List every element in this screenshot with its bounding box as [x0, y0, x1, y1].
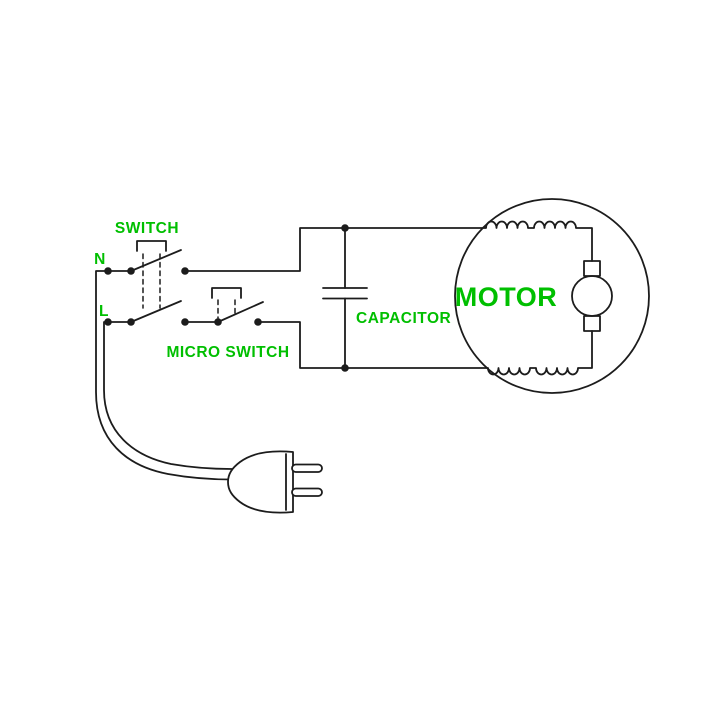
schematic-wiring	[95, 198, 650, 514]
motor	[454, 198, 650, 394]
micro-switch-actuator-bracket	[211, 287, 242, 299]
main-switch	[107, 240, 182, 323]
junction-dot	[104, 318, 112, 326]
motor-brush-bottom	[583, 315, 601, 332]
wire-top-run	[184, 220, 593, 272]
labels: SWITCH N L MICRO SWITCH CAPACITOR MOTOR	[94, 220, 557, 361]
neutral-terminal-label: N	[94, 251, 106, 268]
motor-armature	[571, 275, 613, 317]
motor-brush-top	[583, 260, 601, 277]
junction-dot	[254, 318, 262, 326]
motor-housing-circle	[454, 198, 650, 394]
micro-switch-label: MICRO SWITCH	[166, 344, 289, 361]
switch-pole2-blade	[130, 300, 182, 323]
switch-actuator-bracket	[136, 240, 167, 252]
junction-dot	[214, 318, 222, 326]
capacitor-label: CAPACITOR	[356, 310, 451, 327]
plug-pin-top	[291, 463, 323, 473]
capacitor	[322, 227, 368, 369]
switch-label: SWITCH	[115, 220, 179, 237]
motor-label: MOTOR	[455, 282, 558, 312]
micro-switch-blade	[217, 301, 264, 323]
junction-dot	[104, 267, 112, 275]
junction-dot	[127, 267, 135, 275]
power-plug	[227, 450, 323, 514]
junction-dot	[181, 318, 189, 326]
plug-pin-bottom	[291, 487, 323, 497]
cord-line-wire	[103, 321, 233, 470]
wire-bottom-run	[257, 321, 593, 376]
line-terminal-label: L	[99, 303, 109, 320]
switch-pole1-blade	[130, 249, 182, 272]
plug-body	[227, 450, 294, 514]
cord-neutral-wire	[95, 270, 233, 481]
junction-dot	[127, 318, 135, 326]
junction-dots	[104, 224, 349, 372]
micro-switch	[184, 287, 264, 323]
junction-dot	[341, 364, 349, 372]
junction-dot	[341, 224, 349, 232]
power-cord	[95, 270, 233, 481]
junction-dot	[181, 267, 189, 275]
